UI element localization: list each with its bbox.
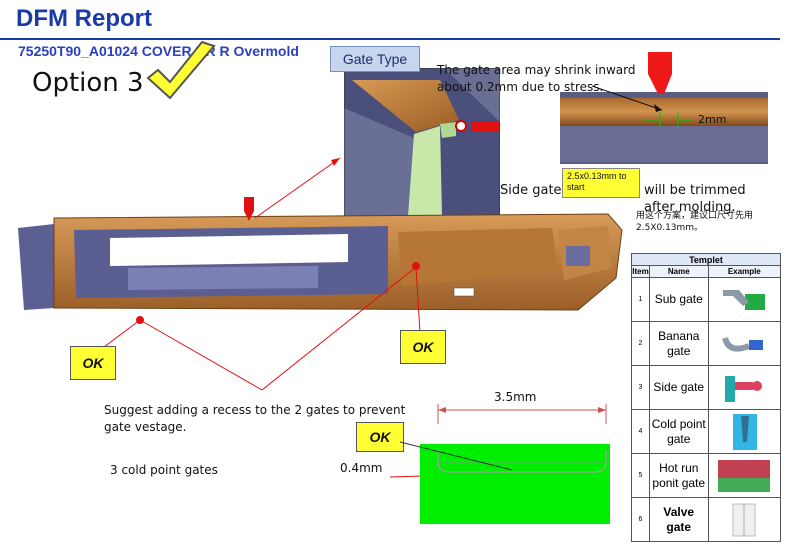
table-row: 1 Sub gate	[631, 277, 782, 322]
checkmark-icon	[146, 40, 216, 100]
row-name: Cold point gate	[648, 409, 709, 454]
table-row: 5 Hot run ponit gate	[631, 453, 782, 498]
cold-point-count: 3 cold point gates	[110, 463, 218, 477]
banana-gate-icon	[722, 336, 764, 352]
title-divider	[0, 38, 780, 40]
recess-detail-green	[420, 444, 610, 524]
row-item: 4	[631, 409, 650, 454]
ok-badge-right: OK	[400, 330, 446, 364]
dim-0-4mm: 0.4mm	[340, 461, 383, 475]
table-row: 2 Banana gate	[631, 321, 782, 366]
gate-cross-section	[560, 52, 768, 164]
shrink-note: The gate area may shrink inward about 0.…	[437, 63, 636, 94]
hot-runner-gate-icon	[718, 459, 771, 492]
row-name: Sub gate	[648, 277, 709, 322]
dim-2mm: 2mm	[698, 113, 727, 126]
sub-gate-icon	[723, 289, 766, 310]
page-title: DFM Report	[16, 5, 152, 32]
ok-badge-left: OK	[70, 346, 116, 380]
gate-detail-inset	[344, 68, 500, 216]
option-label: Option 3	[32, 68, 144, 98]
table-row: 3 Side gate	[631, 365, 782, 410]
col-example: Example	[707, 265, 782, 278]
gate-marker-icon	[455, 120, 499, 132]
recess-profile	[437, 404, 607, 473]
side-gate-note-end: will be trimmed after molding.	[644, 183, 746, 215]
cold-point-gate-icon	[733, 413, 758, 450]
ok-badge-recess: OK	[356, 422, 404, 452]
col-name: Name	[648, 265, 709, 278]
row-item: 1	[631, 277, 650, 322]
side-gate-note-start: Side gate	[500, 183, 562, 198]
recess-pointer	[400, 441, 513, 471]
row-name: Valve gate	[648, 497, 709, 542]
row-item: 5	[631, 453, 650, 498]
part-number-subtitle: 75250T90_A01024 COVER RR R Overmold	[18, 43, 299, 59]
chinese-note: 用这个方案，建议口尺寸先用2.5X0.13mm。	[636, 211, 754, 233]
row-name: Hot run ponit gate	[648, 453, 709, 498]
templet-title: Templet	[631, 253, 781, 266]
dim-3-5mm: 3.5mm	[494, 390, 537, 404]
valve-gate-icon	[732, 503, 756, 536]
side-gate-icon	[725, 375, 763, 402]
row-name: Banana gate	[648, 321, 709, 366]
row-item: 6	[631, 497, 650, 542]
gate-size-note: 2.5x0.13mm to start	[562, 168, 640, 198]
row-name: Side gate	[648, 365, 709, 410]
row-item: 3	[631, 365, 650, 410]
gate-type-label: Gate Type	[330, 46, 420, 72]
shrink-arrow	[591, 85, 663, 112]
col-item: Item	[631, 265, 650, 278]
table-row: 6 Valve gate	[631, 497, 782, 542]
table-row: 4 Cold point gate	[631, 409, 782, 454]
part-3d-render	[18, 213, 623, 324]
row-item: 2	[631, 321, 650, 366]
recess-note: Suggest adding a recess to the 2 gates t…	[104, 403, 406, 434]
gate-templet-table: Templet Item Name Example 1 Sub gate 2 B…	[631, 253, 782, 542]
top-gate-marker-icon	[244, 197, 254, 221]
